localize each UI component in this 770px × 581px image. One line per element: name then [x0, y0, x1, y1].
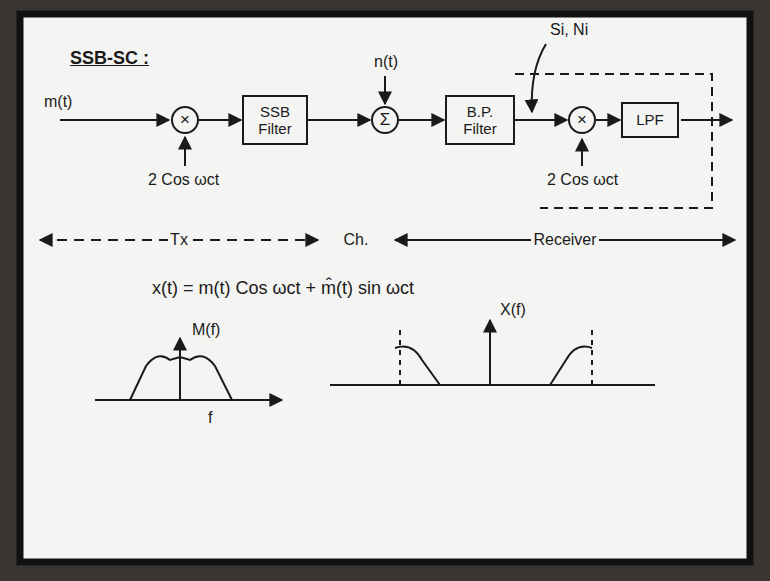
axis-label: X(f) — [498, 300, 528, 319]
node-text: Σ — [380, 110, 391, 130]
section-label: Ch. — [342, 230, 371, 249]
signal-name: Si, Ni — [548, 20, 590, 39]
ssb-spectrum — [550, 347, 592, 386]
message-spectrum — [130, 356, 232, 400]
section-label: Receiver — [531, 230, 598, 249]
output-wire — [681, 119, 732, 121]
process-box: B.P. Filter — [445, 95, 515, 145]
process-box: LPF — [621, 102, 679, 138]
amp-axis — [489, 320, 491, 385]
noise-wire — [384, 76, 386, 104]
node-text: × — [577, 110, 587, 130]
process-box: SSB Filter — [242, 95, 308, 145]
signal-arrow — [596, 119, 620, 121]
unused — [137, 137, 185, 166]
signal-arrow — [399, 119, 444, 121]
axis-label: f — [206, 408, 214, 427]
signal-name: n(t) — [372, 52, 400, 71]
node-text: LPF — [636, 111, 664, 128]
axis-label: M(f) — [190, 320, 222, 339]
receiver-dashed-box — [515, 74, 712, 208]
section-label: Tx — [168, 230, 190, 249]
multiplier-circle: × — [568, 106, 596, 134]
multiplier-circle: × — [171, 106, 199, 134]
node-text: × — [180, 110, 190, 130]
carrier-marker — [399, 330, 401, 385]
signal-arrow — [199, 119, 241, 121]
input-wire — [60, 119, 169, 121]
amp-axis — [179, 338, 181, 400]
signal-name: m(t) — [42, 92, 74, 111]
summer-circle: Σ — [371, 106, 399, 134]
title: SSB-SC : — [70, 48, 149, 70]
node-text: SSB Filter — [250, 103, 300, 138]
carrier-marker — [591, 330, 593, 385]
node-text: B.P. Filter — [453, 103, 507, 138]
ssb-spectrum — [395, 347, 440, 386]
carrier-wire — [581, 139, 583, 166]
freq-axis — [330, 384, 655, 386]
carrier-wire — [184, 137, 186, 166]
signal-arrow — [515, 119, 567, 121]
carrier-label: 2 Cos ωct — [146, 170, 221, 189]
equation: x(t) = m(t) Cos ωct + m̂(t) sin ωct — [150, 278, 416, 300]
carrier-label: 2 Cos ωct — [545, 170, 620, 189]
signal-arrow — [308, 119, 370, 121]
freq-axis — [95, 399, 282, 401]
leader-line — [532, 44, 546, 112]
board — [20, 14, 750, 562]
